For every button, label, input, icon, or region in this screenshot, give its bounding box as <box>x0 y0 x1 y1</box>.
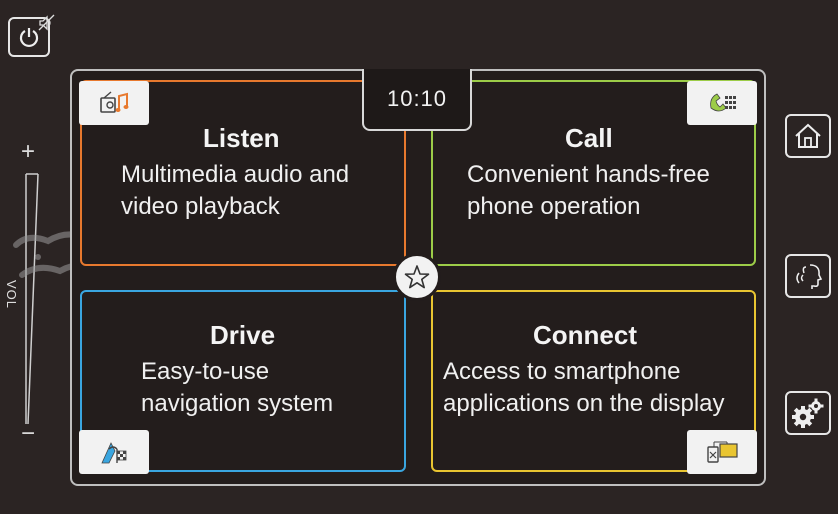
power-button[interactable] <box>8 17 50 57</box>
home-button[interactable] <box>785 114 831 158</box>
drive-title: Drive <box>210 320 276 350</box>
power-icon <box>19 28 39 48</box>
favorite-button[interactable] <box>393 253 441 301</box>
call-description: Convenient hands-free phone operation <box>467 161 710 220</box>
navigation-flag-icon <box>79 430 149 474</box>
tile-listen[interactable] <box>80 80 406 266</box>
home-icon <box>795 123 821 148</box>
tile-connect[interactable] <box>431 290 756 472</box>
call-title: Call <box>565 123 613 153</box>
smartphone-connect-icon <box>687 430 757 474</box>
settings-button[interactable] <box>785 391 831 435</box>
voice-command-button[interactable] <box>785 254 831 298</box>
listen-title: Listen <box>203 123 280 153</box>
connect-title: Connect <box>533 320 637 350</box>
drive-description: Easy-to-use navigation system <box>141 358 334 417</box>
clock: 10:10 <box>362 69 472 131</box>
connect-description: Access to smartphone applications on the… <box>443 358 725 417</box>
clock-time: 10:10 <box>386 86 448 111</box>
phone-keypad-icon <box>687 81 757 125</box>
radio-music-icon <box>79 81 149 125</box>
voice-command-icon <box>796 264 823 289</box>
volume-down-button[interactable]: − <box>21 420 36 447</box>
tile-drive[interactable] <box>80 290 406 472</box>
gears-icon <box>792 398 824 428</box>
volume-up-button[interactable]: + <box>21 138 36 165</box>
listen-description: Multimedia audio and video playback <box>121 161 350 220</box>
tile-call[interactable] <box>431 80 756 266</box>
volume-slider[interactable] <box>22 172 42 426</box>
star-icon <box>404 265 430 289</box>
mute-icon[interactable] <box>38 14 56 32</box>
